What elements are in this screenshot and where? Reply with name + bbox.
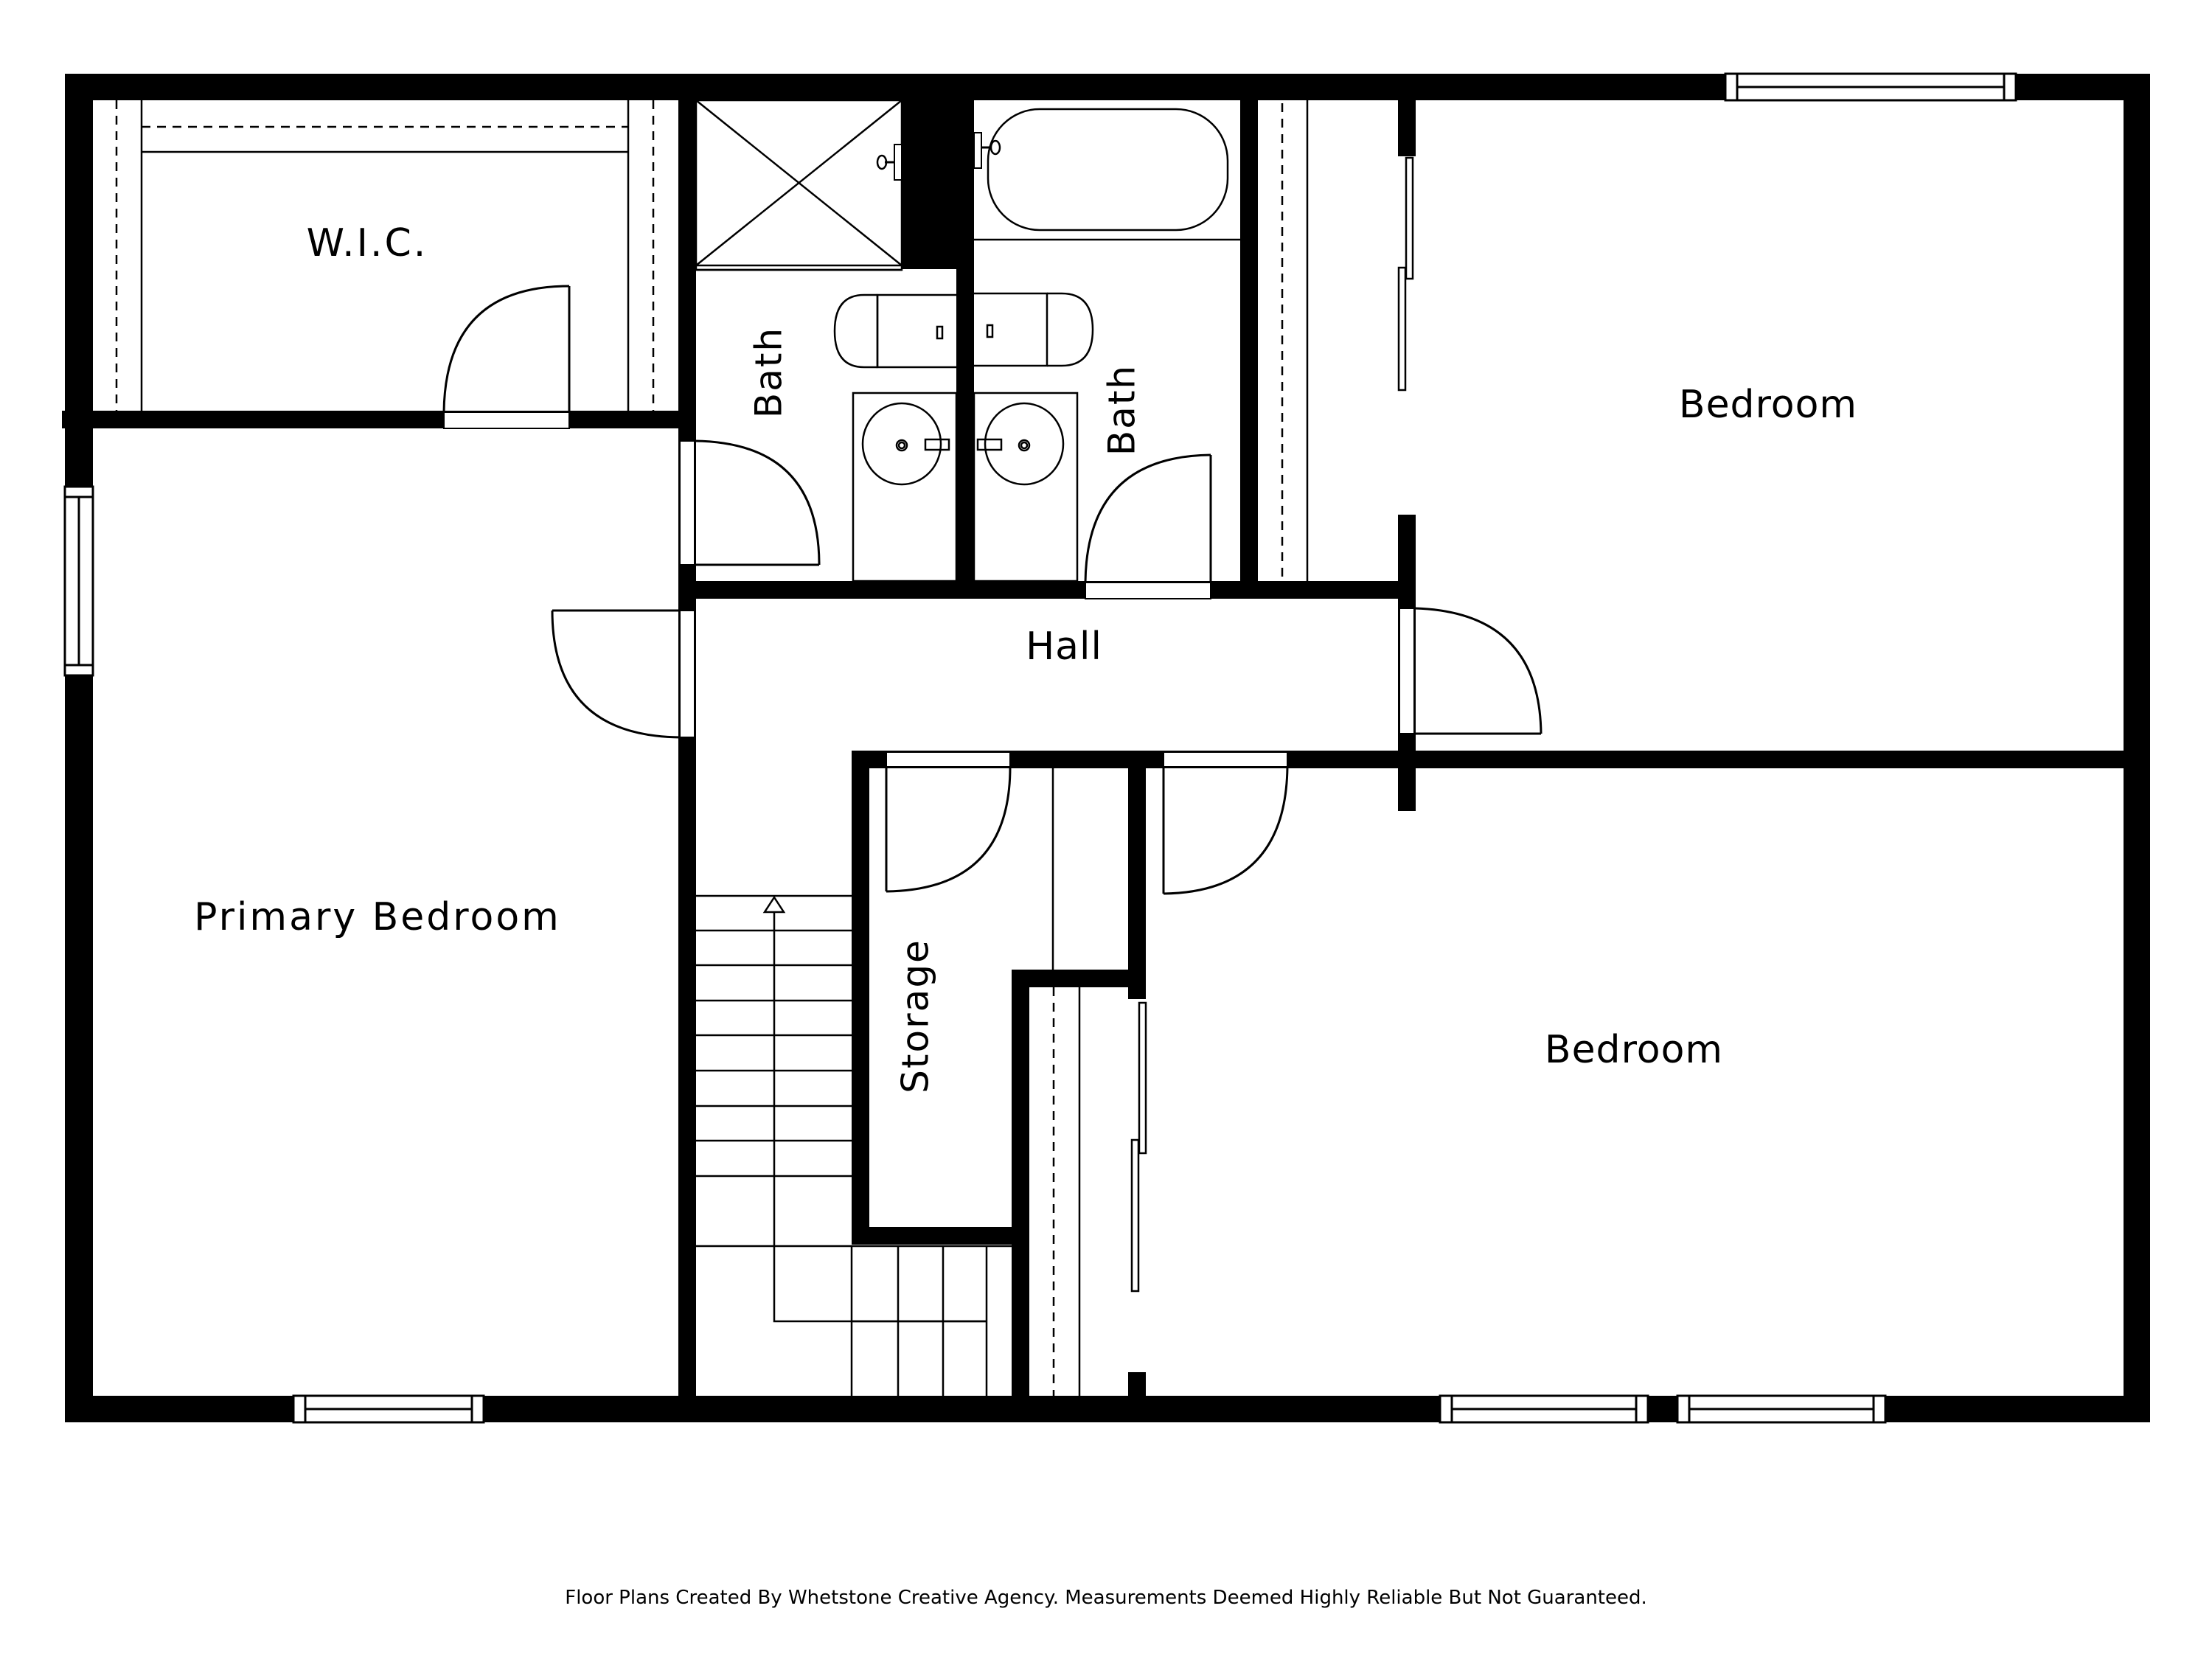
window-bottom-primary bbox=[292, 1394, 485, 1424]
room-label-bath-hall: Bath bbox=[1101, 364, 1144, 456]
window-bottom-bedroom-1 bbox=[1439, 1394, 1649, 1424]
room-label-hall: Hall bbox=[1026, 625, 1102, 669]
stairs-up-arrow-icon bbox=[762, 895, 987, 1323]
window-top-bedroom bbox=[1724, 72, 2017, 102]
toilet-icon-primary bbox=[833, 293, 956, 369]
windows bbox=[63, 72, 2017, 1424]
toilet-icon-hall bbox=[974, 292, 1094, 367]
bathtub-icon bbox=[973, 108, 1240, 241]
room-label-bath-primary: Bath bbox=[748, 327, 790, 418]
closets bbox=[115, 100, 1414, 1396]
door-swings bbox=[442, 285, 1543, 895]
shower-icon bbox=[695, 99, 903, 271]
sink-icon-hall bbox=[973, 392, 1079, 582]
door-primary-bedroom bbox=[551, 609, 681, 739]
room-label-wic: W.I.C. bbox=[307, 221, 428, 265]
door-wic bbox=[442, 285, 571, 413]
sink-icon-primary bbox=[852, 392, 958, 582]
door-primary-bath bbox=[694, 439, 821, 566]
door-storage bbox=[885, 766, 1012, 893]
room-label-primary-bedroom: Primary Bedroom bbox=[194, 895, 561, 939]
room-label-bedroom-se: Bedroom bbox=[1545, 1028, 1723, 1072]
room-labels: W.I.C. Bath Bath Bedroom Hall Primary Be… bbox=[194, 221, 1857, 1093]
stairs bbox=[696, 894, 1012, 1396]
window-left-primary bbox=[63, 485, 94, 677]
door-bedroom-se bbox=[1162, 766, 1289, 895]
door-bedroom-ne bbox=[1414, 607, 1543, 735]
door-hall-bath bbox=[1084, 453, 1212, 583]
fixtures bbox=[695, 99, 1240, 582]
room-label-bedroom-ne: Bedroom bbox=[1679, 383, 1857, 427]
window-bottom-bedroom-2 bbox=[1676, 1394, 1887, 1424]
footer-disclaimer: Floor Plans Created By Whetstone Creativ… bbox=[565, 1587, 1647, 1609]
room-label-storage: Storage bbox=[894, 939, 937, 1093]
